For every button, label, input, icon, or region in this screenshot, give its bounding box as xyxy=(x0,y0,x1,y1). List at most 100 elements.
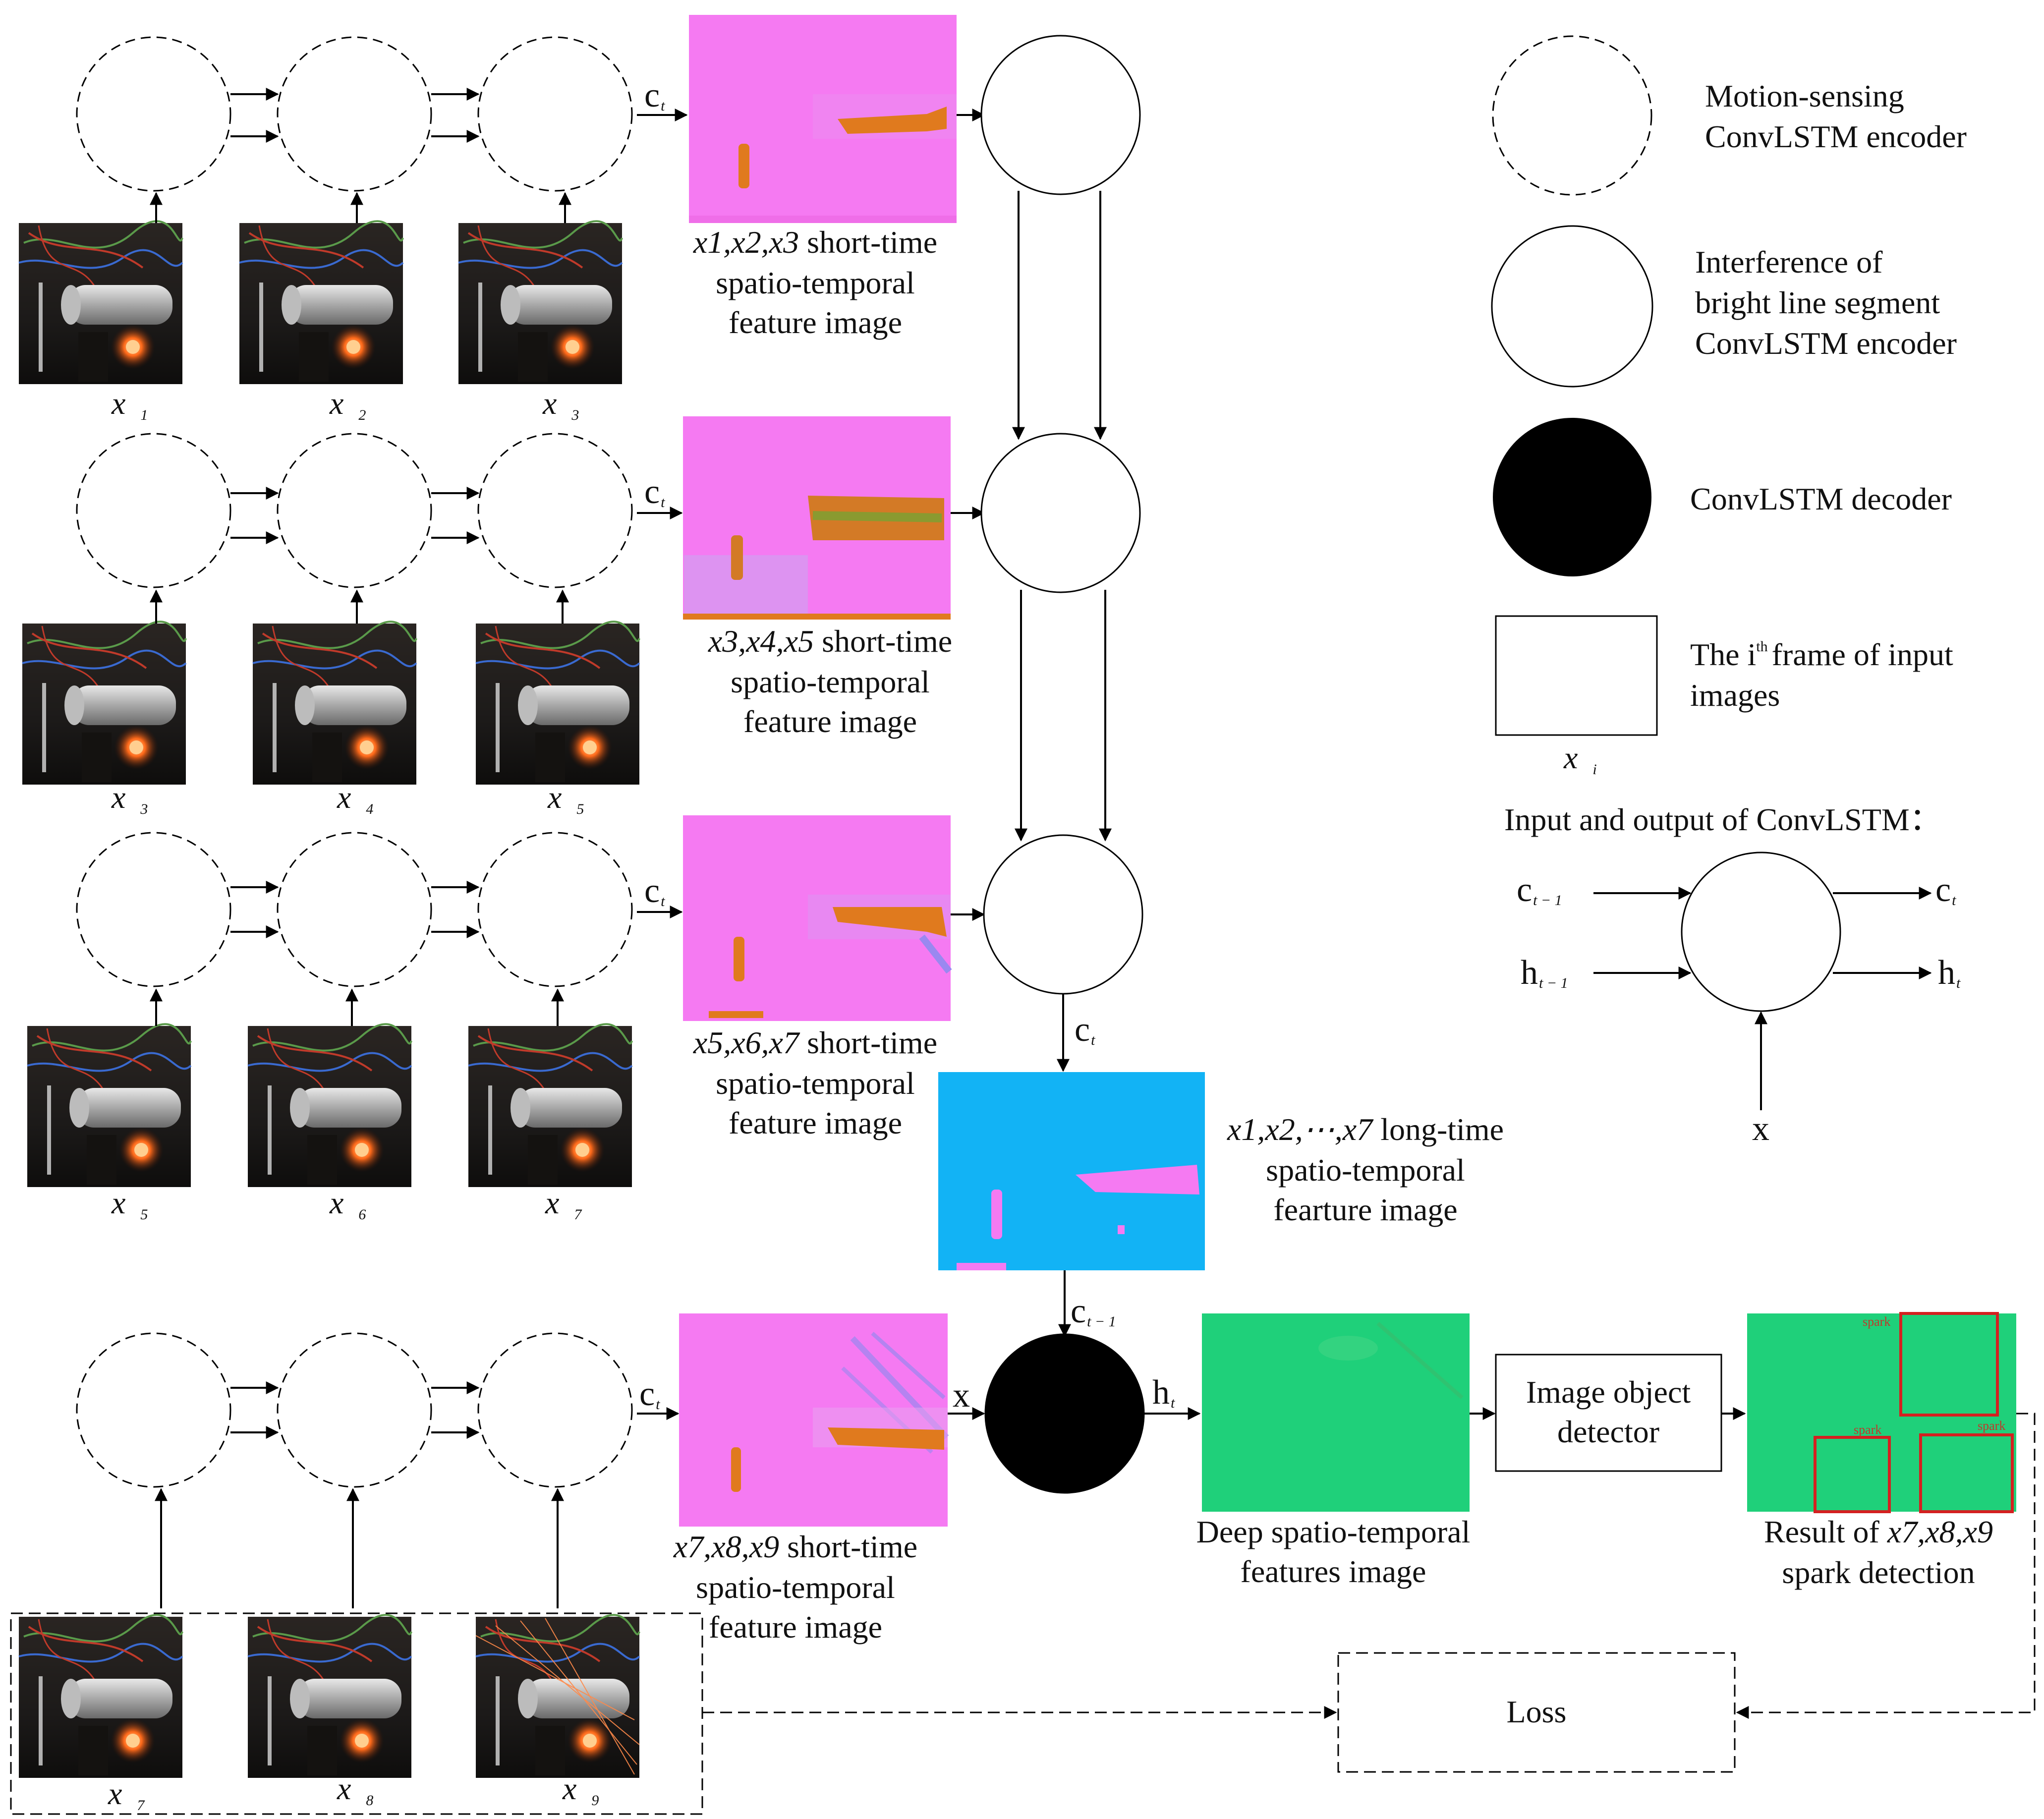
feature-caption: x5,x6,x7 short-time xyxy=(693,1025,937,1060)
short-time-feature-image xyxy=(683,416,951,620)
deep-caption: features image xyxy=(1241,1554,1426,1589)
input-frame xyxy=(475,621,640,786)
motion-encoder-node xyxy=(477,1332,633,1488)
spark-label: spark xyxy=(1854,1422,1881,1437)
feature-caption: spatio-temporal xyxy=(716,265,915,300)
input-frame xyxy=(247,1614,412,1779)
loss-label: Loss xyxy=(1507,1694,1567,1729)
motion-encoder-node xyxy=(277,36,432,192)
detection-box xyxy=(1899,1312,1999,1417)
detection-box xyxy=(1814,1436,1891,1513)
ct-label: ct xyxy=(644,473,665,511)
ct1-label: ct − 1 xyxy=(1071,1292,1116,1330)
feature-caption: feature image xyxy=(729,1105,902,1140)
long-feature-caption: x1,x2,⋯,x7 long-time xyxy=(1227,1112,1504,1147)
convlstm-decoder-node xyxy=(984,1333,1145,1494)
detector-label: Image object xyxy=(1526,1374,1691,1410)
input-frame xyxy=(21,621,187,786)
result-to-loss-arrow xyxy=(1736,1413,2036,1719)
ct-label: ct xyxy=(644,76,665,114)
legend-io-label: ht − 1 xyxy=(1521,954,1568,992)
legend-text: ConvLSTM encoder xyxy=(1705,119,1967,154)
interference-encoder-node xyxy=(983,834,1143,995)
deep-caption: Deep spatio-temporal xyxy=(1196,1514,1471,1549)
ht-label: ht xyxy=(1152,1373,1175,1412)
spark-streaks xyxy=(475,1618,640,1775)
spark-label: spark xyxy=(1863,1314,1890,1329)
motion-encoder-node xyxy=(477,36,633,192)
legend-motion-encoder-icon xyxy=(1492,35,1652,196)
detector-label: detector xyxy=(1557,1414,1659,1449)
legend-text: Motion-sensing xyxy=(1705,78,1904,114)
feature-caption: x7,x8,x9 short-time xyxy=(673,1529,917,1564)
legend-io-label: ct − 1 xyxy=(1517,871,1562,909)
motion-encoder-node xyxy=(277,433,432,588)
interference-encoder-node xyxy=(980,35,1141,195)
input-frame xyxy=(18,1614,183,1779)
x-label: x xyxy=(953,1376,970,1415)
legend-interference-encoder-icon xyxy=(1491,225,1653,388)
object-detector-box xyxy=(1495,1354,1722,1472)
legend-text: bright line segment xyxy=(1695,285,1940,320)
motion-encoder-node xyxy=(477,433,633,588)
feature-caption: spatio-temporal xyxy=(716,1066,915,1101)
motion-encoder-node xyxy=(277,832,432,987)
result-caption: Result of x7,x8,x9 xyxy=(1764,1514,1993,1549)
interference-connectors xyxy=(1012,191,1112,1072)
detection-box xyxy=(1919,1433,2014,1513)
legend-text: ConvLSTM decoder xyxy=(1690,481,1952,516)
legend: Motion-sensing ConvLSTM encoder Interfer… xyxy=(1491,35,1967,1148)
ct-label: ct xyxy=(639,1375,660,1413)
motion-encoder-node xyxy=(76,1332,231,1488)
legend-text: ConvLSTM encoder xyxy=(1695,326,1957,361)
motion-encoder-node xyxy=(76,36,231,192)
input-frame xyxy=(467,1023,633,1188)
input-group-box xyxy=(10,1612,703,1815)
legend-text: images xyxy=(1690,678,1780,713)
legend-io-label: ct xyxy=(1935,871,1956,909)
deep-feature-image xyxy=(1202,1313,1470,1512)
legend-io-node xyxy=(1681,852,1841,1012)
feature-caption: spatio-temporal xyxy=(696,1570,895,1605)
legend-io-title: Input and output of ConvLSTM： xyxy=(1504,802,1941,837)
ct-label: ct xyxy=(644,872,665,910)
short-time-feature-image xyxy=(689,15,957,223)
feature-caption: x3,x4,x5 short-time xyxy=(708,624,952,659)
long-time-feature-image xyxy=(938,1072,1205,1270)
short-time-feature-image xyxy=(679,1313,949,1527)
input-frame xyxy=(26,1023,192,1188)
legend-decoder-icon xyxy=(1493,418,1651,576)
legend-io-label: ht xyxy=(1938,954,1961,992)
motion-encoder-node xyxy=(277,1332,432,1488)
input-frame xyxy=(247,1023,412,1188)
motion-encoder-node xyxy=(477,832,633,987)
legend-io-label: x xyxy=(1752,1110,1769,1148)
long-feature-caption: spatio-temporal xyxy=(1266,1152,1465,1188)
feature-caption: feature image xyxy=(729,305,902,340)
legend-frame-icon xyxy=(1495,615,1658,736)
short-time-feature-image xyxy=(683,815,952,1021)
result-caption: spark detection xyxy=(1782,1555,1975,1590)
detection-result-image: spark spark spark xyxy=(1747,1312,2016,1513)
input-frame xyxy=(457,220,623,385)
loss-box xyxy=(1337,1652,1736,1773)
ct-label: ct xyxy=(1075,1011,1095,1049)
